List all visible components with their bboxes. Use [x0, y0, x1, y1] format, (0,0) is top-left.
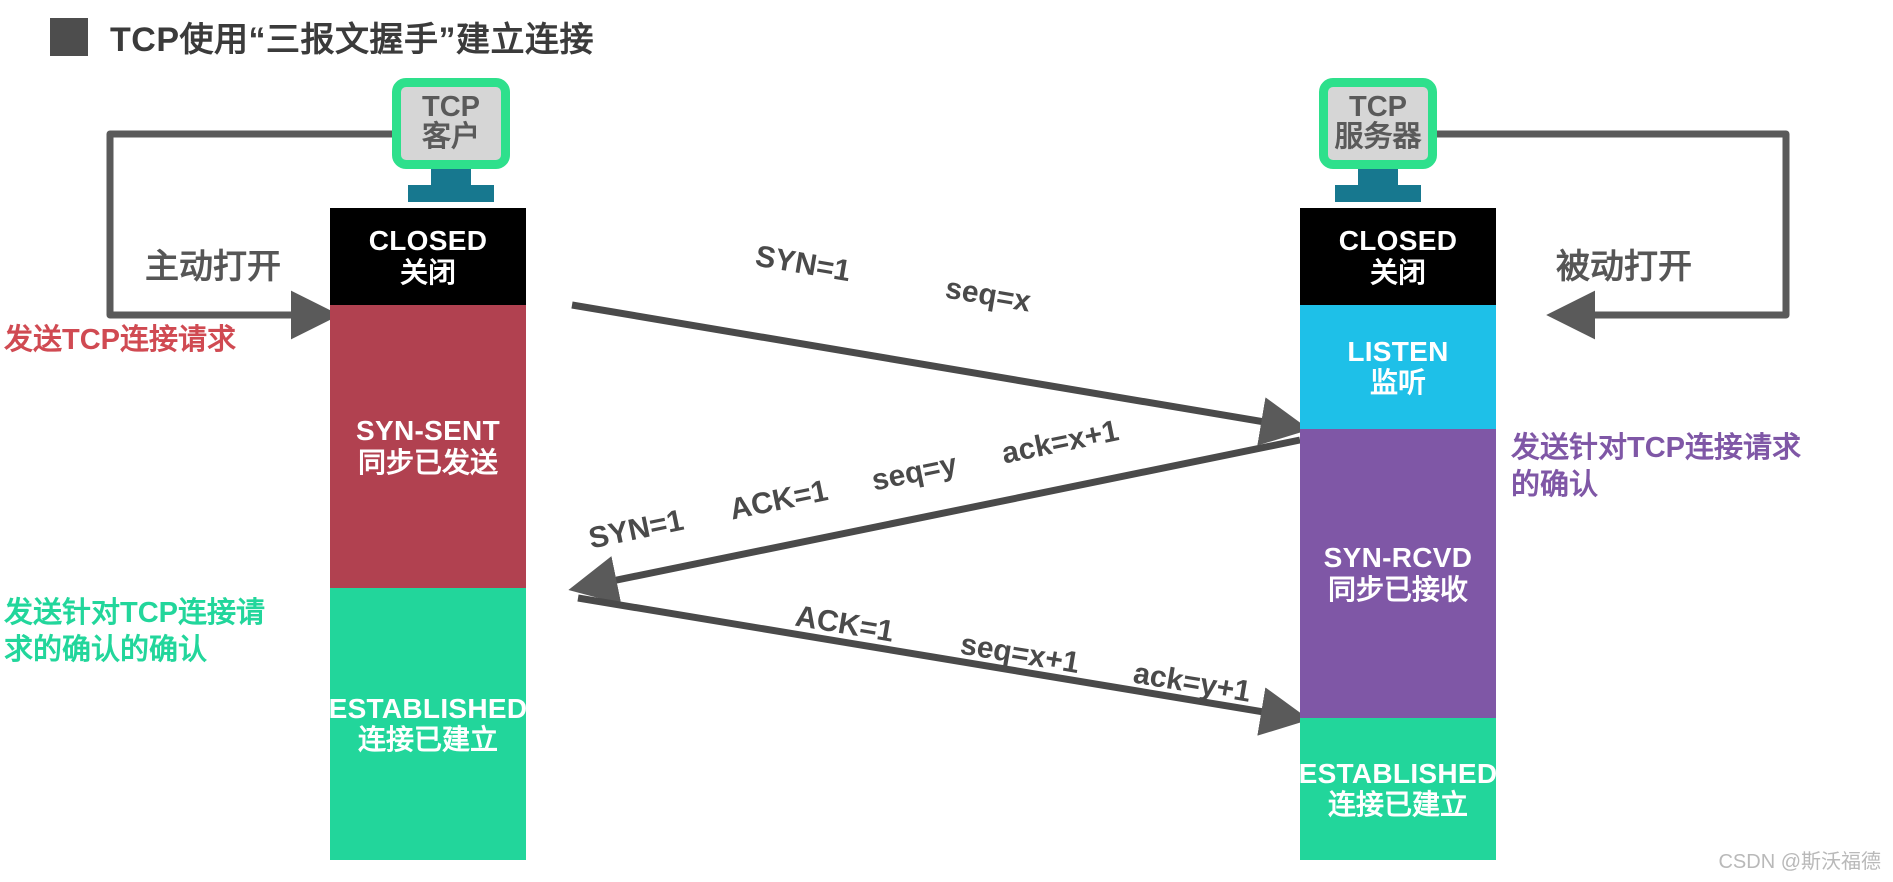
segment-3-label-seq: seq=x+1 — [957, 627, 1082, 681]
segment-3-label-ack: ack=y+1 — [1130, 656, 1254, 709]
client-state-syn-sent-cn: 同步已发送 — [357, 446, 498, 478]
server-state-listen-en: LISTEN — [1347, 335, 1449, 367]
client-state-closed: CLOSED 关闭 — [330, 208, 526, 305]
server-monitor-base — [1335, 185, 1421, 203]
client-note-send-request: 发送TCP连接请求 — [4, 324, 237, 356]
server-state-column: CLOSED 关闭 LISTEN 监听 SYN-RCVD 同步已接收 ESTAB… — [1298, 208, 1498, 860]
client-active-open-label: 主动打开 — [145, 248, 281, 286]
server-state-closed: CLOSED 关闭 — [1300, 208, 1496, 305]
server-state-listen-cn: 监听 — [1369, 367, 1426, 398]
page-title: TCP使用“三报文握手”建立连接 — [50, 12, 594, 61]
server-monitor-neck — [1358, 169, 1398, 186]
server-screen: TCP 服务器 — [1319, 78, 1437, 170]
client-screen: TCP 客户 — [392, 78, 510, 170]
segment-2-label-ack-flag: ACK=1 — [726, 474, 831, 527]
client-state-established-en: ESTABLISHED — [328, 692, 528, 724]
client-state-closed-en: CLOSED — [368, 225, 488, 257]
client-monitor-base — [408, 185, 494, 203]
server-state-syn-rcvd-en: SYN-RCVD — [1323, 542, 1473, 574]
server-state-syn-rcvd: SYN-RCVD 同步已接收 — [1300, 429, 1496, 718]
csdn-watermark: CSDN @斯沃福德 — [1718, 851, 1881, 873]
client-monitor-neck — [431, 169, 471, 186]
client-device-line2: 客户 — [421, 120, 480, 153]
client-state-column: CLOSED 关闭 SYN-SENT 同步已发送 ESTABLISHED 连接已… — [328, 208, 528, 860]
server-passive-open-label: 被动打开 — [1556, 248, 1692, 286]
segment-3-label-ack-flag: ACK=1 — [792, 599, 897, 649]
client-state-syn-sent: SYN-SENT 同步已发送 — [330, 305, 526, 588]
server-state-established: ESTABLISHED 连接已建立 — [1298, 718, 1498, 860]
tcp-server-monitor-icon: TCP 服务器 — [1319, 78, 1437, 203]
server-state-closed-cn: 关闭 — [1369, 256, 1426, 288]
server-state-syn-rcvd-cn: 同步已接收 — [1327, 573, 1468, 605]
server-note-send-ack: 发送针对TCP连接请求 的确认 — [1511, 432, 1802, 502]
server-state-established-en: ESTABLISHED — [1298, 757, 1498, 789]
server-device-line1: TCP — [1349, 91, 1407, 123]
client-state-established-cn: 连接已建立 — [357, 724, 498, 755]
client-state-syn-sent-en: SYN-SENT — [356, 415, 500, 447]
server-device-line2: 服务器 — [1334, 120, 1422, 153]
server-state-established-cn: 连接已建立 — [1327, 789, 1468, 820]
tcp-client-monitor-icon: TCP 客户 — [392, 78, 510, 203]
title-bullet-icon — [50, 17, 88, 56]
server-state-listen: LISTEN 监听 — [1300, 305, 1496, 429]
segment-1-label-seq: seq=x — [943, 271, 1034, 319]
segment-2-label-seq: seq=y — [868, 447, 960, 498]
title-text: TCP使用“三报文握手”建立连接 — [110, 21, 594, 59]
segment-1-label-syn: SYN=1 — [753, 239, 854, 289]
client-state-established: ESTABLISHED 连接已建立 — [328, 588, 528, 860]
server-state-closed-en: CLOSED — [1338, 225, 1458, 257]
client-device-line1: TCP — [422, 91, 480, 123]
segment-2-label-ack: ack=x+1 — [998, 414, 1122, 471]
client-state-closed-cn: 关闭 — [399, 256, 456, 288]
client-note-send-ack-of-ack: 发送针对TCP连接请 求的确认的确认 — [4, 597, 266, 667]
segment-1-arrow — [571, 301, 1310, 446]
segment-2-label-syn: SYN=1 — [585, 503, 687, 556]
